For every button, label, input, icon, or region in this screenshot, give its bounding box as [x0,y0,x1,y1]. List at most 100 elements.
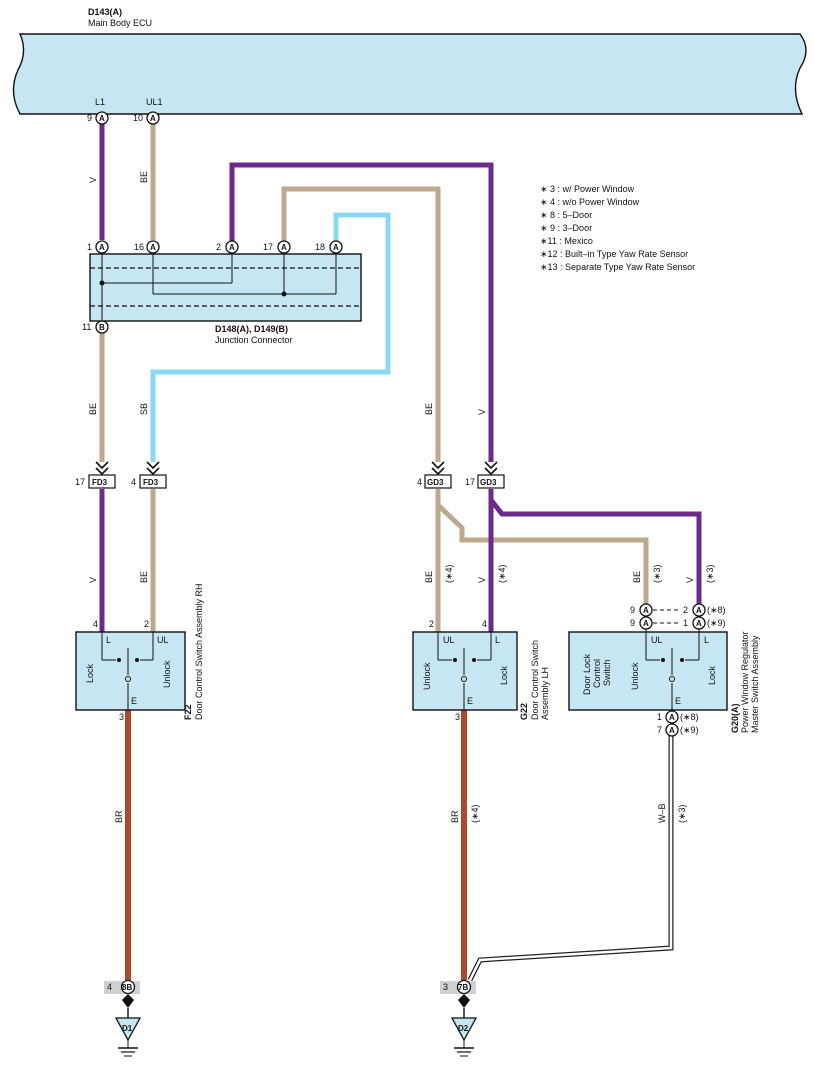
svg-text:(∗4): (∗4) [444,564,454,583]
f22-name: Door Control Switch Assembly RH [194,583,204,720]
junction-pin-num: 11 [82,322,91,332]
g20-pin-9a: A [639,603,653,617]
f22-lock-label: Lock [85,663,95,683]
svg-text:A: A [643,619,649,628]
g20-pin-right: 1 [683,618,688,628]
g20-inner-2: Control [592,659,602,688]
note-item: ∗13 : Separate Type Yaw Rate Sensor [540,262,695,272]
ground-name: D1 [122,1024,133,1033]
note-item: ∗ 4 : w/o Power Window [540,197,640,207]
svg-text:(∗4): (∗4) [497,564,507,583]
f22-term-e: E [131,696,137,706]
notes-list: ∗ 3 : w/ Power Window ∗ 4 : w/o Power Wi… [540,184,695,272]
g22-name-1: Door Control Switch [530,640,540,720]
f22-pin-ul: 2 [144,619,149,629]
junction-name: Junction Connector [215,335,293,345]
junction-pin-1: A [95,240,109,254]
f22-term-ul: UL [157,635,169,645]
g22-switch-contacts [437,632,492,710]
note-item: ∗12 : Built–in Type Yaw Rate Sensor [540,249,688,259]
g20-id: G20(A) [730,703,740,733]
g20-switch-box [568,631,728,711]
g20-unlock-label: Unlock [630,662,640,690]
note-item: ∗ 9 : 3–Door [540,223,592,233]
f22-switch-contacts [101,632,154,710]
svg-text:BE: BE [88,403,98,415]
junction-pin-18: A [329,240,343,254]
junction-node [281,291,287,297]
ground-pin: 4 [107,982,112,992]
ecu-id: D143(A) [88,7,122,17]
g22-pin-e: 3 [455,712,460,722]
svg-text:A: A [696,606,702,615]
g20-term-ul: UL [651,635,663,645]
svg-text:B: B [99,323,105,332]
fd3-label: FD3 [143,478,159,487]
g20-name-1: Power Window Regulator [740,631,750,733]
fd3-connector: FD3 FD3 17 4 [75,461,167,489]
g20-term-l: L [704,635,709,645]
wire-wb-outer [467,736,674,982]
g22-name-2: Assembly LH [540,667,550,720]
g20-pin-bottom-note: (∗8) [680,712,699,722]
junction-pin-num: 2 [216,242,221,252]
svg-text:A: A [150,243,156,252]
junction-pin-2: A [225,240,239,254]
junction-pin-16: A [146,240,160,254]
svg-text:BE: BE [139,171,149,183]
svg-text:A: A [643,606,649,615]
g22-lock-label: Lock [499,665,509,685]
f22-pin-l: 4 [93,619,98,629]
svg-text:(∗3): (∗3) [677,804,687,823]
svg-text:BR: BR [114,810,124,823]
g20-pin-right-note: (∗9) [707,618,726,628]
f22-unlock-label: Unlock [162,660,172,688]
g22-term-l: L [495,635,500,645]
svg-text:A: A [669,726,675,735]
svg-text:BE: BE [139,571,149,583]
svg-text:V: V [685,577,695,583]
g22-term-e: E [467,696,473,706]
svg-text:A: A [333,243,339,252]
ecu-term-ul1: UL1 [146,97,163,107]
g22-id: G22 [519,703,529,720]
g22-pin-l: 4 [482,619,487,629]
wire-be-junction-gd3 [281,186,441,462]
g20-pin-9b: A [639,616,653,630]
g20-name-2: Master Switch Assembly [750,635,760,733]
svg-text:(∗3): (∗3) [705,564,715,583]
gd3-label: GD3 [427,478,444,487]
fd3-pin-right: 4 [131,477,136,487]
ground-d2: 7B 3 D2 [440,979,478,1057]
f22-term-l: L [106,635,111,645]
svg-text:BE: BE [424,403,434,415]
svg-text:A: A [696,619,702,628]
g20-pin-bottom: 1 [657,712,662,722]
ecu-pin-num: 9 [87,113,92,123]
svg-text:BE: BE [632,571,642,583]
svg-text:V: V [477,577,487,583]
gd3-pin-right: 17 [465,477,475,487]
g20-pin-1: A [692,616,706,630]
g20-term-e: E [675,696,681,706]
gd3-connector: GD3 GD3 4 17 [417,461,505,489]
g20-lock-label: Lock [707,665,717,685]
junction-pin-num: 18 [315,242,325,252]
ecu-name: Main Body ECU [88,18,152,28]
g20-pin-right: 2 [683,605,688,615]
svg-text:BE: BE [424,571,434,583]
g20-pin-bottom: 7 [657,725,662,735]
svg-text:V: V [477,409,487,415]
gd3-pin-left: 4 [417,477,422,487]
svg-text:(∗3): (∗3) [652,564,662,583]
ecu-pin-num: 10 [133,113,143,123]
g20-pin-bottom-1: A [665,710,679,724]
g20-pin-bottom-note: (∗9) [680,725,699,735]
fd3-label: FD3 [92,478,108,487]
note-item: ∗ 3 : w/ Power Window [540,184,635,194]
ground-conn: 7B [458,983,468,992]
wire-be-gd3-g20 [436,503,649,604]
ecu-pin-l1: A [95,111,109,125]
wire-sb-junction-fd3 [150,212,391,462]
